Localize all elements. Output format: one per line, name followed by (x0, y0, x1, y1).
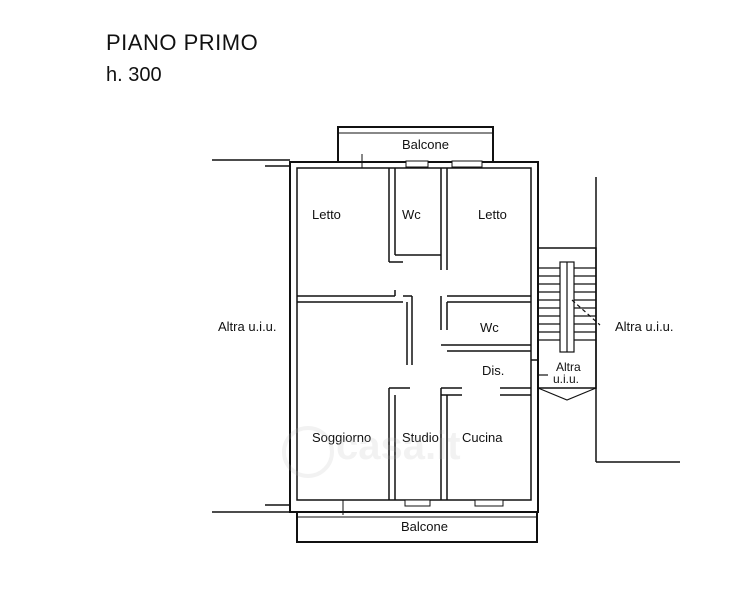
left-neighbor-lines (212, 159, 290, 513)
stairwell (537, 247, 601, 401)
ceiling-height: h. 300 (106, 64, 162, 86)
room-letto-right: Letto (478, 207, 507, 222)
stair-neighbor-line1: Altra (556, 360, 581, 374)
watermark-text: casa.it (336, 424, 461, 468)
stair-neighbor-line2: u.i.u. (553, 372, 579, 386)
room-studio: Studio (402, 430, 439, 445)
neighbor-left-label: Altra u.i.u. (218, 319, 277, 334)
watermark-logo: casa.it (282, 420, 522, 480)
room-dis: Dis. (482, 363, 504, 378)
neighbor-right-label: Altra u.i.u. (615, 319, 674, 334)
windows (342, 154, 504, 515)
plan-title: PIANO PRIMO (106, 30, 259, 55)
watermark-house-icon (282, 426, 334, 478)
balcony-top-label: Balcone (402, 137, 449, 152)
balcony-bottom-label: Balcone (401, 519, 448, 534)
room-letto-left: Letto (312, 207, 341, 222)
balcony-top: Balcone (337, 126, 494, 163)
room-wc-mid: Wc (480, 320, 499, 335)
room-wc-top: Wc (402, 207, 421, 222)
interior-walls (297, 168, 538, 500)
balcony-bottom: Balcone (296, 511, 538, 543)
room-cucina: Cucina (462, 430, 503, 445)
